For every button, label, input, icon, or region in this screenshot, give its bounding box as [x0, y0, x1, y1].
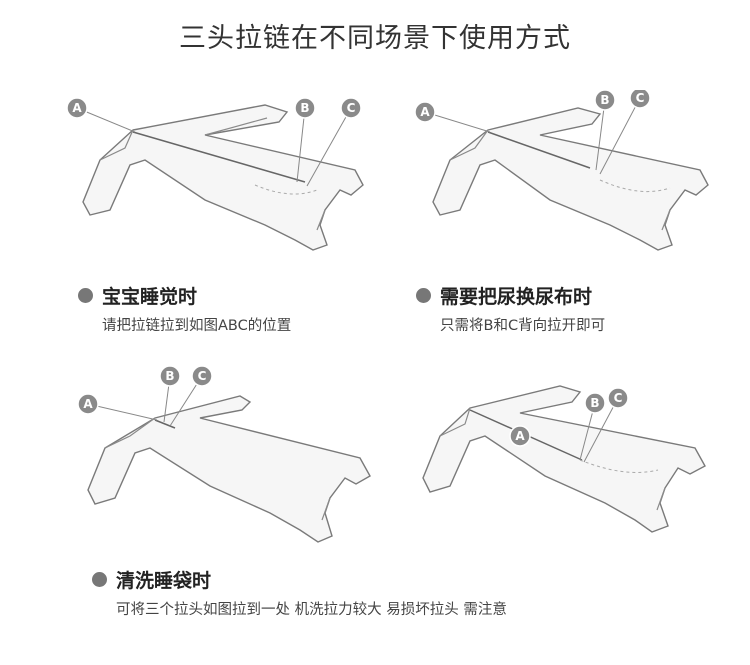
marker-a: A: [415, 102, 435, 122]
marker-c: C: [341, 98, 361, 118]
caption-sleeping: 宝宝睡觉时 请把拉链拉到如图ABC的位置: [78, 282, 291, 335]
sleepsuit-illustration: A B C: [390, 378, 730, 558]
svg-text:B: B: [590, 396, 599, 410]
garment-diagram-diaper: A B C: [400, 90, 730, 270]
svg-text:A: A: [420, 105, 430, 119]
marker-b: B: [595, 90, 615, 110]
sleepsuit-illustration: A B C: [55, 90, 375, 270]
bullet-icon: [92, 572, 107, 587]
caption-description: 只需将B和C背向拉开即可: [416, 314, 605, 335]
marker-c: C: [608, 388, 628, 408]
marker-a: A: [510, 426, 530, 446]
svg-text:B: B: [300, 101, 309, 115]
marker-c: C: [630, 90, 650, 108]
sleepsuit-illustration: A B C: [60, 358, 380, 558]
caption-heading: 宝宝睡觉时: [102, 282, 197, 309]
bullet-icon: [416, 288, 431, 303]
marker-b: B: [160, 366, 180, 386]
page-title: 三头拉链在不同场景下使用方式: [0, 16, 750, 55]
sleepsuit-illustration: A B C: [400, 90, 730, 270]
svg-text:C: C: [636, 91, 645, 105]
caption-description: 请把拉链拉到如图ABC的位置: [78, 314, 291, 335]
svg-text:B: B: [600, 93, 609, 107]
svg-text:B: B: [165, 369, 174, 383]
svg-text:C: C: [614, 391, 623, 405]
caption-heading: 需要把尿换尿布时: [440, 282, 592, 309]
svg-text:A: A: [515, 429, 525, 443]
garment-diagram-washing: A B C: [60, 358, 380, 558]
marker-a: A: [67, 98, 87, 118]
caption-diaper: 需要把尿换尿布时 只需将B和C背向拉开即可: [416, 282, 605, 335]
svg-text:A: A: [72, 101, 82, 115]
caption-washing: 清洗睡袋时 可将三个拉头如图拉到一处 机洗拉力较大 易损坏拉头 需注意: [92, 566, 507, 619]
caption-heading: 清洗睡袋时: [116, 566, 211, 593]
svg-text:C: C: [347, 101, 356, 115]
marker-c: C: [192, 366, 212, 386]
svg-text:C: C: [198, 369, 207, 383]
svg-text:A: A: [83, 397, 93, 411]
marker-a: A: [78, 394, 98, 414]
caption-description: 可将三个拉头如图拉到一处 机洗拉力较大 易损坏拉头 需注意: [92, 598, 507, 619]
garment-diagram-zip-position: A B C: [390, 378, 730, 558]
bullet-icon: [78, 288, 93, 303]
marker-b: B: [585, 393, 605, 413]
garment-diagram-sleeping: A B C: [55, 90, 375, 270]
marker-b: B: [295, 98, 315, 118]
